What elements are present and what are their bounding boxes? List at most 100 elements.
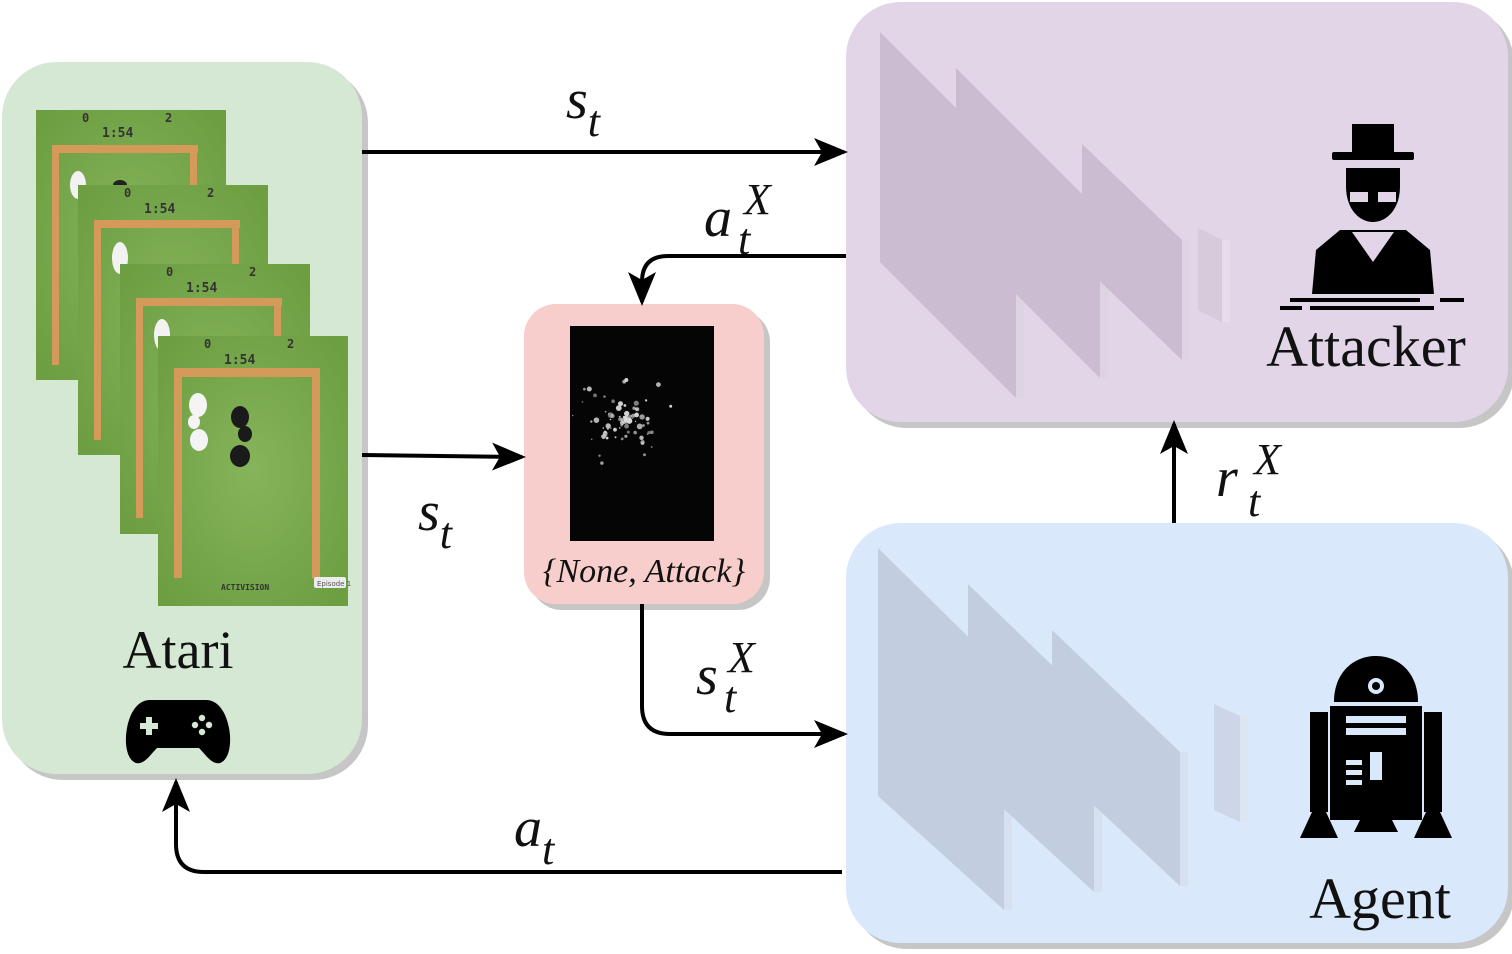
noise-speck [605, 434, 608, 437]
noise-speck [623, 404, 627, 407]
perturbation-image [570, 326, 714, 541]
noise-speck [586, 386, 592, 392]
frame-1-score-left: 0 [82, 111, 89, 125]
noise-speck [598, 454, 601, 457]
noise-speck [601, 434, 606, 439]
perturbation-noise [572, 378, 673, 465]
noise-speck [600, 461, 604, 465]
label-attacker-reward-base: r [1216, 447, 1238, 509]
noise-speck [624, 423, 629, 429]
frame-3-timer: 1:54 [186, 281, 217, 296]
label-attack-action-base: a [704, 187, 732, 249]
label-state-to-mask: st [418, 481, 454, 558]
label-agent-action-sub: t [542, 825, 556, 874]
frame-1-score-right: 2 [165, 111, 172, 125]
frame-2-score-left: 0 [124, 186, 131, 200]
label-state-to-attacker-base: s [566, 69, 588, 131]
frame-1-timer: 1:54 [102, 126, 133, 141]
noise-speck [624, 378, 629, 382]
label-attack-action-sub: t [738, 215, 752, 264]
frame-2-timer: 1:54 [144, 202, 175, 217]
noise-speck [646, 433, 649, 435]
label-state-to-attacker-sub: t [588, 97, 602, 146]
edge-attack-action [628, 254, 846, 306]
noise-speck [605, 436, 609, 440]
label-state-to-attacker: st [566, 69, 602, 146]
noise-speck [610, 427, 612, 429]
game-frame-4: 0 2 1:54 ACTIVISION Episode 1 [158, 336, 351, 606]
edge-agent-action [162, 778, 842, 874]
noise-speck [634, 420, 637, 423]
noise-speck [634, 412, 639, 418]
edge-perturbed-state [640, 604, 848, 748]
noise-speck [618, 427, 621, 429]
noise-speck [639, 414, 645, 420]
label-state-to-mask-sub: t [440, 509, 454, 558]
noise-speck [611, 399, 615, 404]
label-state-to-mask-base: s [418, 481, 440, 543]
noise-speck [572, 414, 574, 417]
noise-speck [614, 436, 617, 439]
noise-speck [613, 427, 617, 432]
frame-4-score-right: 2 [287, 337, 294, 351]
noise-speck [650, 446, 653, 448]
label-attacker-reward-sub: t [1248, 477, 1262, 526]
frame-4-score-left: 0 [204, 337, 211, 351]
noise-speck [643, 453, 646, 457]
label-perturbed-state-sub: t [724, 673, 738, 722]
frame-4-timer: 1:54 [224, 353, 255, 368]
label-perturbed-state-sup: X [726, 633, 757, 682]
agent-node: Agent [846, 523, 1508, 943]
noise-speck [646, 421, 650, 425]
noise-speck [644, 399, 648, 402]
edge-state-to-mask [361, 442, 526, 471]
label-agent-action-base: a [514, 797, 542, 859]
noise-speck [618, 417, 623, 422]
noise-speck [669, 404, 673, 408]
spy-icon [1280, 124, 1464, 310]
agent-network-layers [878, 548, 1248, 910]
episode-badge: Episode 1 [317, 580, 351, 588]
noise-speck [656, 382, 661, 387]
mask-label: {None, Attack} [543, 553, 746, 590]
black-boxer [230, 406, 252, 467]
noise-speck [640, 439, 645, 445]
noise-speck [620, 437, 624, 441]
white-boxer [188, 393, 208, 451]
attacker-label: Attacker [1266, 314, 1466, 379]
noise-speck [626, 417, 632, 423]
noise-speck [633, 400, 639, 406]
gamepad-icon [125, 700, 231, 764]
noise-speck [615, 405, 622, 411]
noise-speck [581, 401, 584, 403]
noise-speck [626, 430, 630, 434]
noise-speck [620, 420, 625, 425]
noise-speck [628, 414, 632, 419]
atari-label: Atari [123, 620, 234, 680]
label-attack-action: a [704, 187, 732, 249]
edge-labels: st a t X st s t X r t X at [418, 69, 1283, 874]
noise-speck [603, 395, 606, 398]
noise-speck [593, 417, 600, 424]
noise-speck [620, 423, 623, 427]
noise-speck [590, 420, 593, 423]
noise-speck [632, 417, 634, 419]
robot-icon [1300, 656, 1452, 838]
label-attack-action-sup: X [742, 175, 773, 224]
noise-speck [650, 430, 654, 435]
noise-speck [645, 416, 650, 421]
noise-speck [618, 415, 621, 418]
noise-speck [642, 424, 645, 427]
frame-3-score-left: 0 [166, 265, 173, 279]
noise-speck [609, 418, 612, 421]
noise-speck [624, 410, 630, 417]
game-frame-stack: 0 2 1:54 0 2 1:54 [36, 110, 351, 606]
attacker-node: Attacker [846, 2, 1508, 422]
noise-speck [624, 422, 626, 424]
noise-speck [605, 423, 611, 429]
noise-speck [639, 435, 644, 440]
noise-speck [607, 412, 614, 418]
frame-3-score-right: 2 [249, 265, 256, 279]
atari-node: 0 2 1:54 0 2 1:54 [2, 62, 362, 774]
frame-2-score-right: 2 [207, 186, 214, 200]
